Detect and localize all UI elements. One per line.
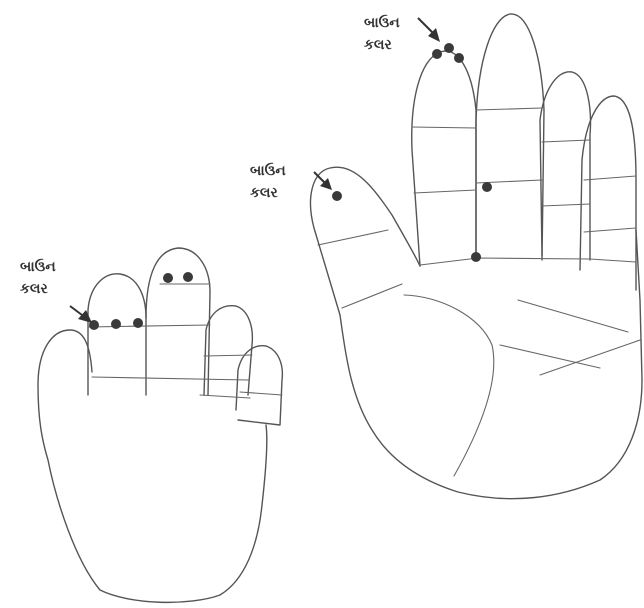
label-large-hand-middle-brown-colour: બાઉન કલર	[364, 12, 400, 56]
small-hand-finger-2-outline	[146, 248, 210, 395]
large-hand-palm-outline	[340, 230, 642, 499]
large-hand-dot	[482, 182, 492, 192]
small-hand-dot	[133, 318, 143, 328]
large-hand-dot	[332, 191, 342, 201]
small-hand-joint-line	[200, 395, 250, 398]
large-hand-middle-outline	[476, 14, 544, 260]
label-line-2: કલર	[20, 278, 56, 300]
small-hand-dot	[111, 319, 121, 329]
large-hand-thumb-outline	[311, 167, 420, 315]
small-hand-arrow-head	[78, 310, 92, 323]
large-hand-thumb-joint	[342, 284, 402, 308]
large-hand-palm-crease	[500, 345, 600, 368]
large-hand-dot	[454, 53, 464, 63]
large-hand-joint-line	[412, 127, 476, 128]
small-hand-dot	[163, 273, 173, 283]
label-line-1: બાઉન	[20, 256, 56, 278]
large-hand-joint-line	[542, 204, 590, 206]
label-line-2: કલર	[250, 182, 286, 204]
large-hand-little-outline	[580, 96, 636, 290]
small-hand-palm-outline	[38, 330, 267, 602]
label-small-hand-brown-colour: બાઉન કલર	[20, 256, 56, 300]
label-line-1: બાઉન	[250, 160, 286, 182]
small-hand-joint-line	[88, 325, 210, 327]
small-hand-dot	[183, 272, 193, 282]
label-line-1: બાઉન	[364, 12, 400, 34]
large-hand-dot	[444, 43, 454, 53]
large-hand-index-outline	[412, 51, 476, 266]
small-hand-joint-line	[92, 377, 248, 380]
large-hand-palm-crease	[404, 295, 494, 476]
large-hand-joint-line	[584, 228, 636, 232]
small-hand-finger-3-outline	[204, 306, 252, 395]
small-hand-joint-line	[240, 392, 282, 395]
small-hand-finger-4-outline	[236, 346, 282, 425]
large-hand-dot	[432, 49, 442, 59]
large-hand-joint-line	[542, 140, 590, 142]
large-hand-ring-outline	[540, 72, 590, 260]
large-hand-joint-line	[476, 108, 542, 110]
label-large-hand-thumb-brown-colour: બાઉન કલર	[250, 160, 286, 204]
large-hand-thumb-joint	[318, 230, 388, 245]
label-line-2: કલર	[364, 34, 400, 56]
large-hand-joint-line	[584, 176, 636, 180]
large-hand-joint-line	[414, 190, 476, 193]
large-hand-palm-crease	[518, 300, 628, 332]
large-hand-dot	[471, 252, 481, 262]
small-hand	[38, 248, 282, 602]
large-hand-arrow-line-top	[418, 18, 434, 34]
large-hand-joint-line	[420, 258, 636, 265]
large-hand	[311, 14, 642, 499]
